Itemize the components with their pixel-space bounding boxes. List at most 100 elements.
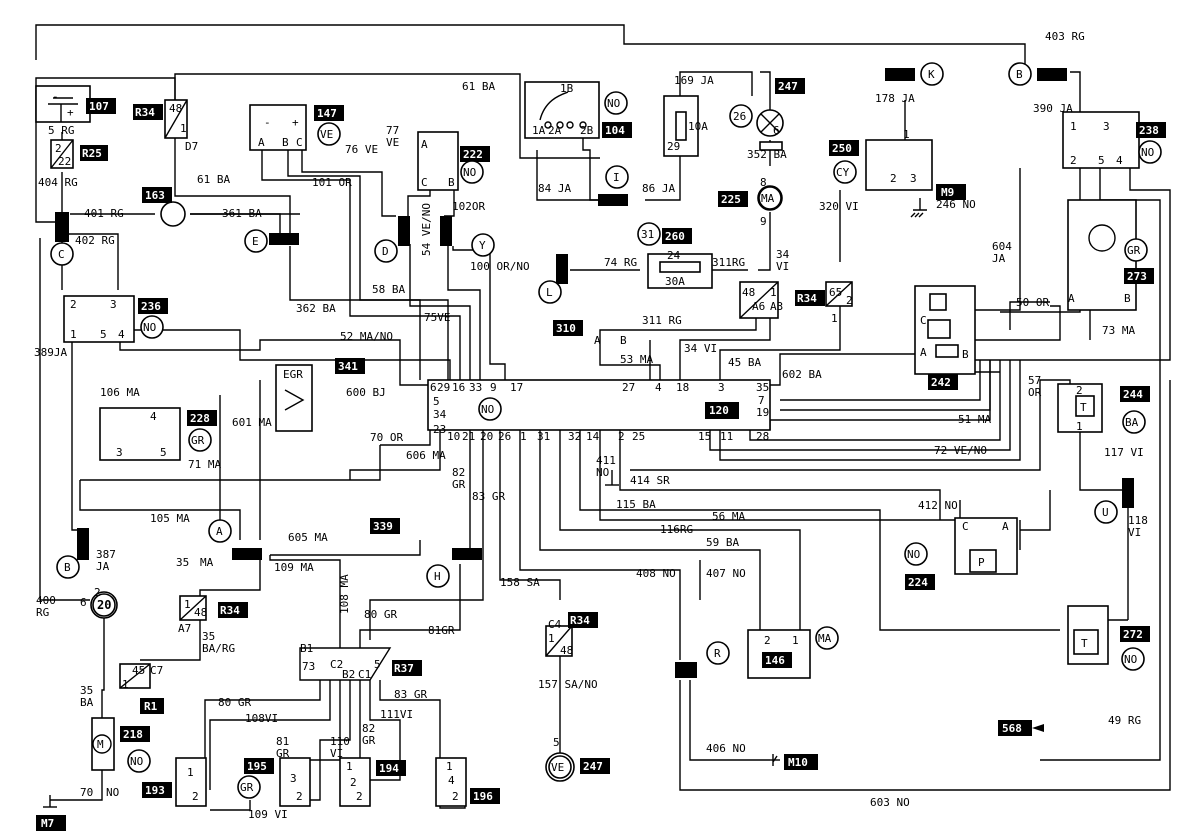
label-pins-p5: 5 bbox=[553, 736, 560, 749]
label-pins-p48: 48 bbox=[194, 606, 207, 619]
label-circles-ve: VE bbox=[551, 761, 564, 774]
label-wires-w320: 320 VI bbox=[819, 200, 859, 213]
label-pins-pa7: A7 bbox=[178, 622, 191, 635]
tag-104: 104 bbox=[605, 124, 625, 137]
tag-242: 242 bbox=[931, 376, 951, 389]
tag-568: 568 bbox=[1002, 722, 1022, 735]
label-pins-pb1: B1 bbox=[300, 642, 313, 655]
label-pins-p2: 2 bbox=[350, 776, 357, 789]
label-pins-p1: 1 bbox=[184, 598, 191, 611]
label-pins-pa: A bbox=[594, 334, 601, 347]
label-pins-p3: 3 bbox=[110, 298, 117, 311]
label-pins-ecu_top-3: 33 bbox=[469, 381, 482, 394]
label-circles-ma: MA bbox=[761, 192, 775, 205]
label-pins-pc: C bbox=[421, 176, 428, 189]
label-pins-pa6: A6 bbox=[752, 300, 765, 313]
label-pins-ecu_top-8: 18 bbox=[676, 381, 689, 394]
label-pins-ptl: T bbox=[1080, 401, 1087, 414]
label-circles-r: R bbox=[714, 647, 721, 660]
label-wires-w411b: NO bbox=[596, 466, 609, 479]
label-pins-ecu_top-7: 4 bbox=[655, 381, 662, 394]
label-pins-p29: 29 bbox=[667, 140, 680, 153]
tag-m10: M10 bbox=[788, 756, 808, 769]
label-wires-w73: 73 MA bbox=[1102, 324, 1135, 337]
label-pins-p3: 3 bbox=[1103, 120, 1110, 133]
label-pins-pd7: D7 bbox=[185, 140, 198, 153]
label-wires-w403: 403 RG bbox=[1045, 30, 1085, 43]
label-pins-p3: 3 bbox=[290, 772, 297, 785]
label-pins-pb: B bbox=[282, 136, 289, 149]
label-wires-w34b: VI bbox=[776, 260, 789, 273]
label-pins-p4: 4 bbox=[118, 328, 125, 341]
label-pins-pc2: C2 bbox=[330, 658, 343, 671]
label-wires-w387b: JA bbox=[96, 560, 110, 573]
label-wires-w82cb: GR bbox=[362, 734, 376, 747]
tag-147: 147 bbox=[317, 107, 337, 120]
label-wires-w118: 118 bbox=[1128, 514, 1148, 527]
label-wires-w84: 84 JA bbox=[538, 182, 571, 195]
label-pins-p1: 1 bbox=[446, 760, 453, 773]
label-wires-w70: 70 bbox=[80, 786, 93, 799]
label-circles-gr: GR bbox=[1127, 244, 1141, 257]
label-wires-w82c: 82 bbox=[362, 722, 375, 735]
label-wires-w56: 56 MA bbox=[712, 510, 745, 523]
label-wires-w601: 601 MA bbox=[232, 416, 272, 429]
label-pins-ecu_bottom-10: 15 bbox=[698, 430, 711, 443]
label-wires-w404: 404 RG bbox=[38, 176, 78, 189]
label-pins-p10a: 10A bbox=[688, 120, 708, 133]
label-pins-ecu_top-1: 29 bbox=[437, 381, 450, 394]
label-pins-pc: C bbox=[920, 314, 927, 327]
label-pins-p2: 2 bbox=[70, 298, 77, 311]
label-pins-ecu_right-0: 7 bbox=[758, 394, 765, 407]
tag-273: 273 bbox=[1127, 270, 1147, 283]
label-pins-pa3: A3 bbox=[770, 300, 783, 313]
label-pins-ecu_bottom-12: 28 bbox=[756, 430, 769, 443]
label-wires-w117: 117 VI bbox=[1104, 446, 1144, 459]
label-wires-w362: 362 BA bbox=[296, 302, 336, 315]
label-wires-w408: 408 NO bbox=[636, 567, 676, 580]
label-wires-w110: 110 bbox=[330, 735, 350, 748]
label-pins-p2: 2 bbox=[1076, 384, 1083, 397]
tag-m7: M7 bbox=[41, 817, 54, 830]
label-pins-p45: 45 bbox=[132, 664, 145, 677]
label-circles-l: L bbox=[546, 286, 553, 299]
label-wires-w71: 71 MA bbox=[188, 458, 221, 471]
label-circles-no: NO bbox=[143, 321, 156, 334]
label-wires-w30a: 30A bbox=[665, 275, 685, 288]
tag-222: 222 bbox=[463, 148, 483, 161]
label-pins-p48: 48 bbox=[169, 102, 182, 115]
label-pins-p5: 5 bbox=[1098, 154, 1105, 167]
label-wires-w116: 116RG bbox=[660, 523, 693, 536]
tag-339: 339 bbox=[373, 520, 393, 533]
label-wires-w57b: OR bbox=[1028, 386, 1042, 399]
tag-r34a: R34 bbox=[135, 106, 155, 119]
ecu-120: 120 NO bbox=[427, 379, 771, 431]
label-wires-w83b: 83 GR bbox=[394, 688, 427, 701]
label-wires-w118b: VI bbox=[1128, 526, 1141, 539]
label-wires-w105: 105 MA bbox=[150, 512, 190, 525]
label-wires-w102: 102OR bbox=[452, 200, 485, 213]
label-wires-w52: 52 MA/NO bbox=[340, 330, 393, 343]
label-pins-ptl: T bbox=[1081, 637, 1088, 650]
label-pins-ecu_bottom-6: 32 bbox=[568, 430, 581, 443]
connectors bbox=[50, 99, 853, 689]
label-pins-p1: 1 bbox=[187, 766, 194, 779]
label-pins-ecu_top-5: 17 bbox=[510, 381, 523, 394]
tag-193: 193 bbox=[145, 784, 165, 797]
label-wires-w407: 407 NO bbox=[706, 567, 746, 580]
label-pins-p1a: 1A bbox=[532, 124, 546, 137]
label-pins-p2: 2 bbox=[296, 790, 303, 803]
label-components-c20: 20 bbox=[97, 598, 111, 612]
label-pins-p1: 1 bbox=[1070, 120, 1077, 133]
label-pins-ecu_bottom-2: 20 bbox=[480, 430, 493, 443]
label-pins-ecu_bottom-3: 26 bbox=[498, 430, 511, 443]
label-pins-pa: A bbox=[421, 138, 428, 151]
label-wires-w34a: 34 bbox=[776, 248, 790, 261]
label-wires-w53: 53 MA bbox=[620, 353, 653, 366]
label-pins-p2b: 2B bbox=[580, 124, 594, 137]
label-circles-e: E bbox=[252, 235, 259, 248]
label-wires-w59: 59 BA bbox=[706, 536, 739, 549]
label-wires-w108: 108 MA bbox=[338, 574, 351, 614]
label-wires-w412: 412 NO bbox=[918, 499, 958, 512]
label-pins-minus: - bbox=[264, 116, 271, 129]
